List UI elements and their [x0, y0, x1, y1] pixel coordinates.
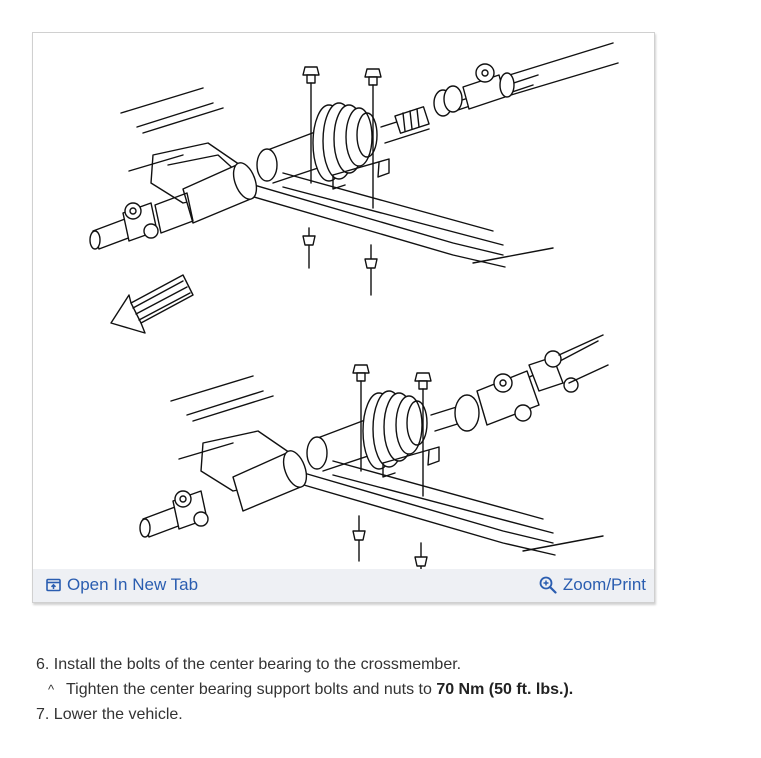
center-bearing-diagram — [89, 42, 619, 569]
upper-bolt-right — [364, 68, 382, 296]
open-new-tab-icon — [46, 578, 67, 592]
lower-bolt-left — [352, 364, 370, 562]
instructions: 6. Install the bolts of the center beari… — [36, 652, 736, 727]
caret-bullet: ^ — [48, 682, 55, 697]
substep-text: Tighten the center bearing support bolts… — [66, 681, 437, 698]
torque-spec: 70 Nm (50 ft. lbs.). — [436, 681, 574, 698]
lower-bolt-right — [414, 372, 432, 569]
open-in-new-tab-link[interactable]: Open In New Tab — [46, 575, 198, 595]
step-7: 7. Lower the vehicle. — [36, 706, 183, 723]
zoom-print-label: Zoom/Print — [562, 575, 646, 594]
zoom-icon — [539, 576, 563, 594]
figure-toolbar: Open In New Tab Zoom/Print — [33, 569, 654, 602]
substep-tighten: ^ Tighten the center bearing support bolt… — [36, 677, 736, 702]
open-in-new-tab-label: Open In New Tab — [67, 575, 199, 594]
figure-card: Open In New Tab Zoom/Print — [32, 32, 655, 603]
upper-bolt-left — [302, 66, 320, 269]
zoom-print-link[interactable]: Zoom/Print — [539, 575, 646, 595]
upper-assembly — [89, 42, 619, 334]
step-6: 6. Install the bolts of the center beari… — [36, 656, 462, 673]
lower-assembly — [139, 334, 609, 569]
